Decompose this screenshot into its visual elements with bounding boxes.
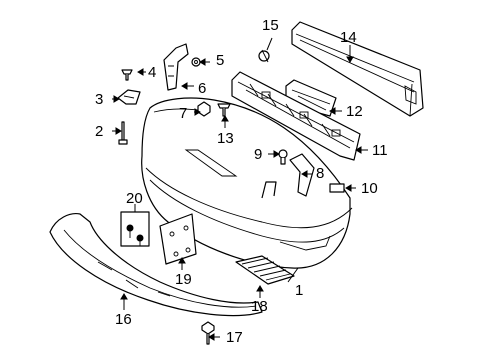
reinforcement-bar-part	[291, 21, 424, 117]
clip-part-10	[329, 183, 345, 193]
clip-bracket-part-3	[117, 89, 141, 105]
bolt-kit-part	[120, 211, 150, 247]
callout-8: 8	[316, 165, 325, 182]
energy-absorber-part	[231, 71, 361, 161]
callout-17: 17	[226, 329, 243, 346]
callout-4: 4	[148, 64, 157, 81]
callout-9: 9	[254, 146, 263, 163]
callout-15: 15	[262, 17, 279, 34]
callout-20: 20	[126, 190, 143, 207]
callout-1: 1	[295, 282, 304, 299]
callout-13: 13	[217, 130, 234, 147]
bolt-part-9	[278, 149, 288, 165]
bolt-part-15	[258, 49, 270, 63]
callout-11: 11	[372, 142, 388, 159]
grille-insert-part	[235, 255, 295, 285]
callout-16: 16	[115, 311, 132, 328]
callout-18: 18	[251, 298, 268, 315]
callout-3: 3	[95, 91, 104, 108]
side-bracket-part-6	[163, 43, 189, 91]
nut-part-7	[197, 101, 211, 117]
callout-19: 19	[175, 271, 192, 288]
callout-6: 6	[198, 80, 207, 97]
callout-12: 12	[346, 103, 363, 120]
callout-14: 14	[340, 29, 357, 46]
callout-10: 10	[361, 180, 378, 197]
license-bracket-part	[159, 213, 197, 265]
lower-deflector-part	[49, 213, 263, 317]
callout-5: 5	[216, 52, 225, 69]
pin-part-2	[118, 121, 128, 145]
screw-part-4	[121, 69, 133, 81]
screw-part-17	[201, 321, 215, 345]
callout-2: 2	[95, 123, 104, 140]
bumper-cover-part	[141, 97, 353, 269]
nut-part-5	[191, 57, 201, 67]
callout-7: 7	[179, 105, 188, 122]
